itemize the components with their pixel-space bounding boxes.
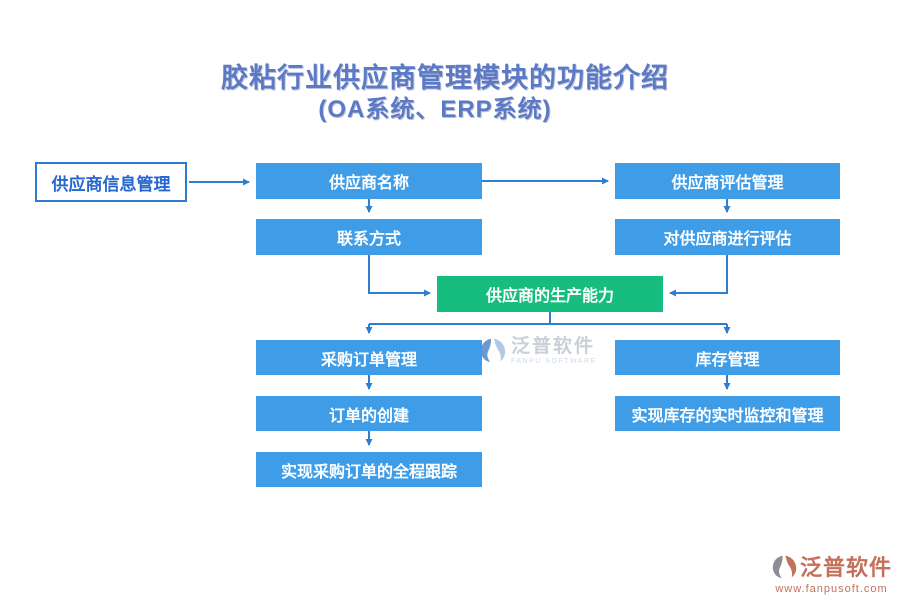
watermark-brand-text: 泛普软件 (511, 336, 596, 357)
node-evaluate-suppliers: 对供应商进行评估 (615, 219, 840, 255)
node-supplier-production-capacity: 供应商的生产能力 (437, 276, 663, 312)
node-contact-method: 联系方式 (256, 219, 482, 255)
page-title: 胶粘行业供应商管理模块的功能介绍 (221, 63, 669, 93)
node-purchase-order-management: 采购订单管理 (256, 340, 482, 375)
fanpu-logo-icon (772, 555, 797, 578)
node-supplier-name: 供应商名称 (256, 163, 482, 199)
watermark-subtitle-text: FANPU SOFTWARE (511, 358, 597, 365)
node-realtime-inventory-monitoring: 实现库存的实时监控和管理 (615, 396, 840, 431)
brand-url-text: www.fanpusoft.com (775, 583, 888, 595)
node-full-order-tracking: 实现采购订单的全程跟踪 (256, 452, 482, 487)
node-order-creation: 订单的创建 (256, 396, 482, 431)
node-supplier-info-management: 供应商信息管理 (35, 162, 187, 202)
brand-name-text: 泛普软件 (800, 555, 893, 580)
node-supplier-evaluation-management: 供应商评估管理 (615, 163, 840, 199)
brand-logo: 泛普软件 www.fanpusoft.com (771, 550, 892, 595)
page-subtitle: (OA系统、ERP系统) (318, 96, 552, 123)
watermark: 泛普软件 FANPU SOFTWARE (479, 336, 597, 365)
connector-evaldo-to-capacity (669, 255, 728, 297)
node-inventory-management: 库存管理 (615, 340, 840, 375)
connector-contact-to-capacity (368, 255, 431, 297)
fanpu-watermark-icon (480, 338, 506, 363)
